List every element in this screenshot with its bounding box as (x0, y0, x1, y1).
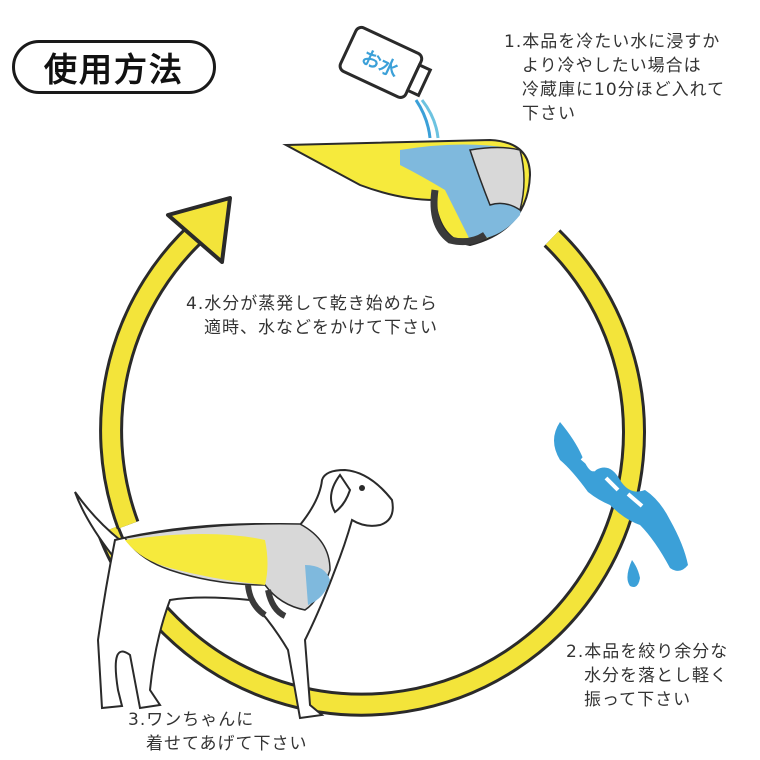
step-1-line-4: 下さい (504, 104, 576, 124)
step-4-line-1: 4.水分が蒸発して乾き始めたら (186, 294, 438, 314)
cooling-vest-icon (282, 138, 532, 247)
ring-left-fill (102, 218, 211, 529)
step-2-text: 2.本品を絞り余分な 水分を落とし軽く 振って下さい (566, 640, 728, 712)
step-2-line-1: 2.本品を絞り余分な (566, 642, 729, 662)
step-4-text: 4.水分が蒸発して乾き始めたら 適時、水などをかけて下さい (186, 292, 438, 340)
step-2-line-2: 水分を落とし軽く (566, 666, 728, 686)
step-1-text: 1.本品を冷たい水に浸すか より冷やしたい場合は 冷蔵庫に10分ほど入れて 下さ… (504, 30, 725, 126)
page-title: 使用方法 (44, 50, 184, 89)
step-1-line-2: より冷やしたい場合は (504, 56, 702, 76)
step-2-line-3: 振って下さい (566, 690, 692, 710)
step-3-text: 3.ワンちゃんに 着せてあげて下さい (128, 708, 308, 756)
step-1-line-1: 1.本品を冷たい水に浸すか (504, 32, 721, 52)
ring-fill (99, 231, 643, 714)
cycle-ring (96, 196, 646, 717)
dog-wearing-vest-icon (74, 468, 394, 720)
cycle-arrow-icon (166, 196, 232, 264)
water-bottle-icon: お水 (338, 25, 440, 139)
step-4-line-2: 適時、水などをかけて下さい (186, 318, 438, 338)
step-3-line-1: 3.ワンちゃんに (128, 710, 255, 730)
wrung-vest-icon (554, 422, 688, 587)
step-1-line-3: 冷蔵庫に10分ほど入れて (504, 80, 726, 100)
title-badge: 使用方法 (12, 40, 216, 94)
step-3-line-2: 着せてあげて下さい (128, 734, 308, 754)
